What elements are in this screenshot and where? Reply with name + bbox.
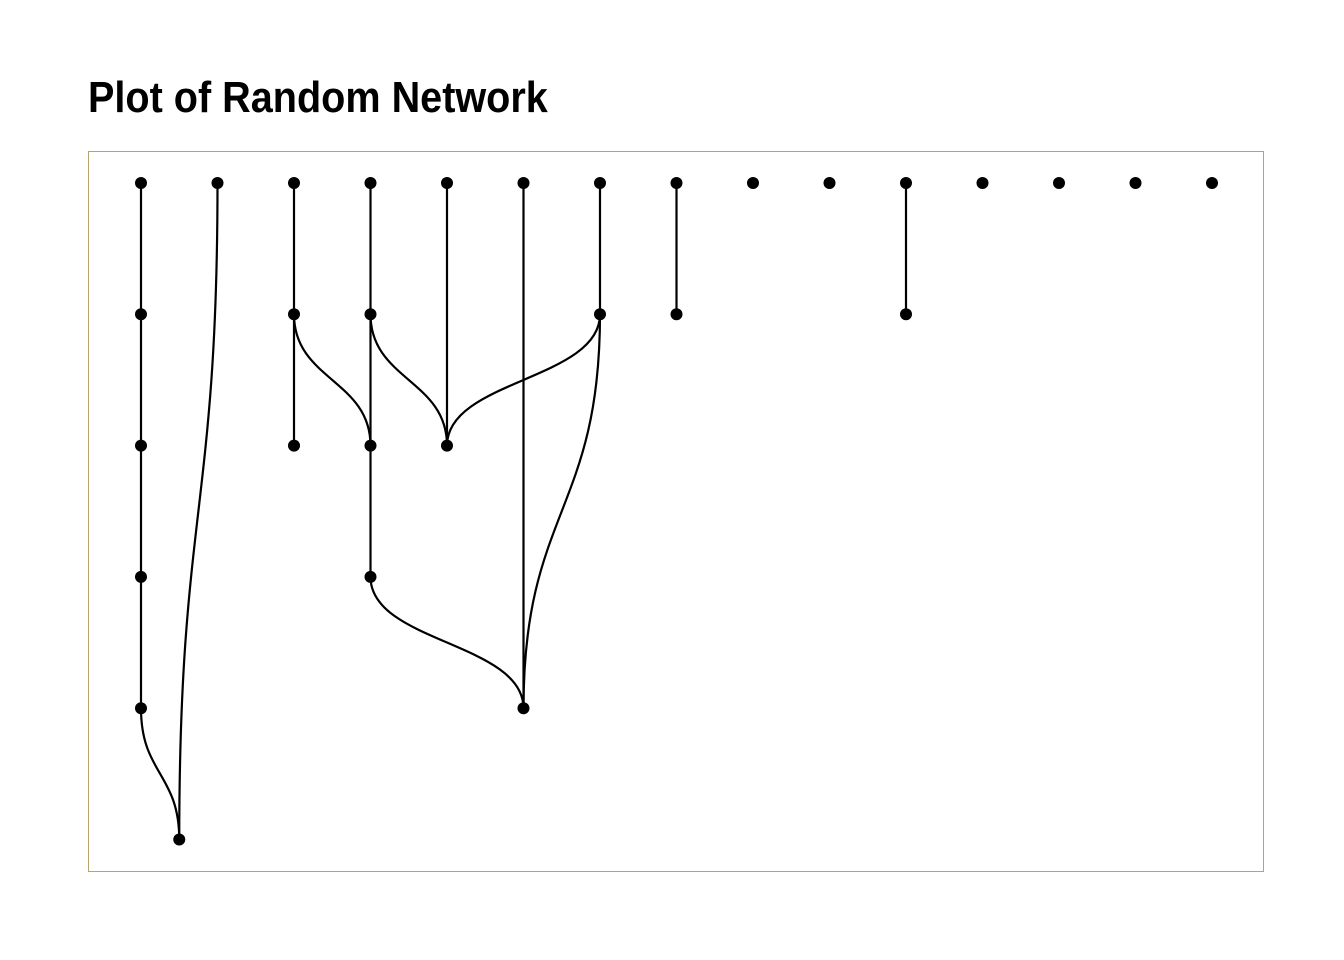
node-a2 [135, 439, 147, 452]
node-f4 [517, 702, 530, 715]
edge-g1-e2 [445, 314, 602, 446]
node-d3 [364, 570, 377, 583]
node-c0 [288, 177, 300, 189]
nodes-layer [135, 177, 1218, 846]
edge-d3-f4 [369, 576, 525, 709]
node-g1 [594, 308, 606, 321]
edge-b0-z5 [178, 182, 219, 840]
node-f0 [517, 177, 530, 189]
node-o0 [1206, 177, 1218, 189]
node-i0 [747, 177, 759, 189]
network-plot-frame [88, 151, 1264, 872]
node-l0 [976, 177, 989, 189]
edges-layer [139, 182, 908, 840]
network-graph [135, 177, 1218, 846]
edge-g1-f4 [522, 314, 602, 709]
node-j0 [823, 177, 836, 189]
node-a3 [135, 570, 147, 583]
node-e2 [441, 439, 453, 452]
node-c1 [288, 308, 300, 321]
node-g0 [594, 177, 606, 189]
node-h0 [670, 177, 683, 189]
node-d1 [364, 308, 377, 321]
node-a1 [135, 308, 147, 321]
node-c2 [288, 439, 300, 452]
node-h1 [670, 308, 683, 321]
edge-c1-d2 [292, 314, 372, 446]
node-d2 [364, 439, 377, 452]
node-z5 [173, 833, 186, 846]
node-m0 [1053, 177, 1065, 189]
node-d0 [364, 177, 377, 189]
node-a0 [135, 177, 147, 189]
page-title: Plot of Random Network [88, 73, 548, 122]
edge-a4-z5 [139, 708, 181, 840]
node-a4 [135, 702, 147, 715]
node-b0 [211, 177, 224, 189]
node-n0 [1129, 177, 1142, 189]
node-e0 [441, 177, 453, 189]
node-k0 [900, 177, 912, 189]
edge-d1-e2 [369, 314, 449, 446]
node-k1 [900, 308, 912, 321]
